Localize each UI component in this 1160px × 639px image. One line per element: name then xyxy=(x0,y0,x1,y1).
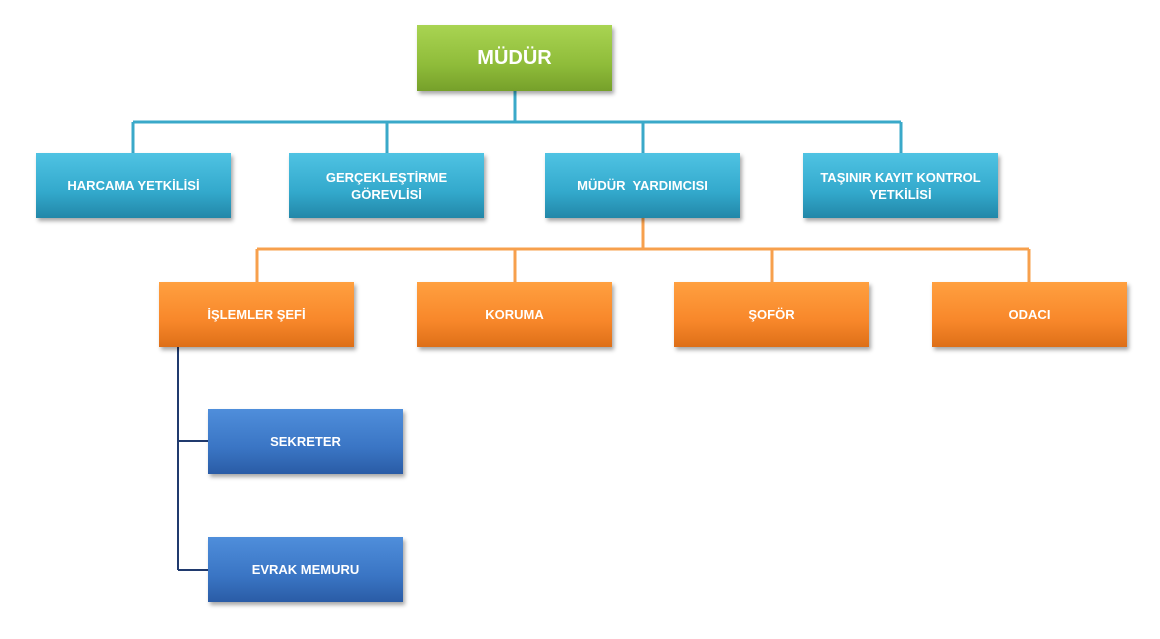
sofor-label: ŞOFÖR xyxy=(748,307,795,322)
islemler-sefi-box: İŞLEMLER ŞEFİ xyxy=(159,282,354,347)
harcama-yetkilisi-box: HARCAMA YETKİLİSİ xyxy=(36,153,231,218)
tasinir-kayit-kontrol-yetkilisi-box: TAŞINIR KAYIT KONTROL YETKİLİSİ xyxy=(803,153,998,218)
sekreter-label: SEKRETER xyxy=(270,434,341,449)
mudur-yardimcisi-box: MÜDÜR YARDIMCISI xyxy=(545,153,740,218)
sofor-box: ŞOFÖR xyxy=(674,282,869,347)
evrak-memuru-label: EVRAK MEMURU xyxy=(251,562,360,577)
evrak-memuru-box: EVRAK MEMURU xyxy=(208,537,403,602)
harcama-yetkilisi-label: HARCAMA YETKİLİSİ xyxy=(67,178,200,193)
odaci-label: ODACI xyxy=(1008,307,1051,322)
gerceklestirme-gorevlisi-box: GERÇEKLEŞTİRME GÖREVLİSİ xyxy=(289,153,484,218)
gerceklestirme-gorevlisi-label: GERÇEKLEŞTİRME GÖREVLİSİ xyxy=(325,169,448,202)
tasinir-label-group: TAŞINIR KAYIT KONTROL YETKİLİSİ xyxy=(820,169,980,203)
tasinir-label-line1: TAŞINIR KAYIT KONTROL xyxy=(820,169,981,185)
mudur-box: MÜDÜR xyxy=(417,25,612,91)
koruma-label: KORUMA xyxy=(485,307,544,322)
mudur-label: MÜDÜR xyxy=(477,46,552,69)
mudur-yardimcisi-label: MÜDÜR YARDIMCISI xyxy=(577,178,708,193)
tasinir-label-line2: YETKİLİSİ xyxy=(869,186,932,202)
sekreter-box: SEKRETER xyxy=(208,409,403,474)
odaci-box: ODACI xyxy=(932,282,1127,347)
islemler-sefi-label: İŞLEMLER ŞEFİ xyxy=(207,307,306,322)
koruma-box: KORUMA xyxy=(417,282,612,347)
